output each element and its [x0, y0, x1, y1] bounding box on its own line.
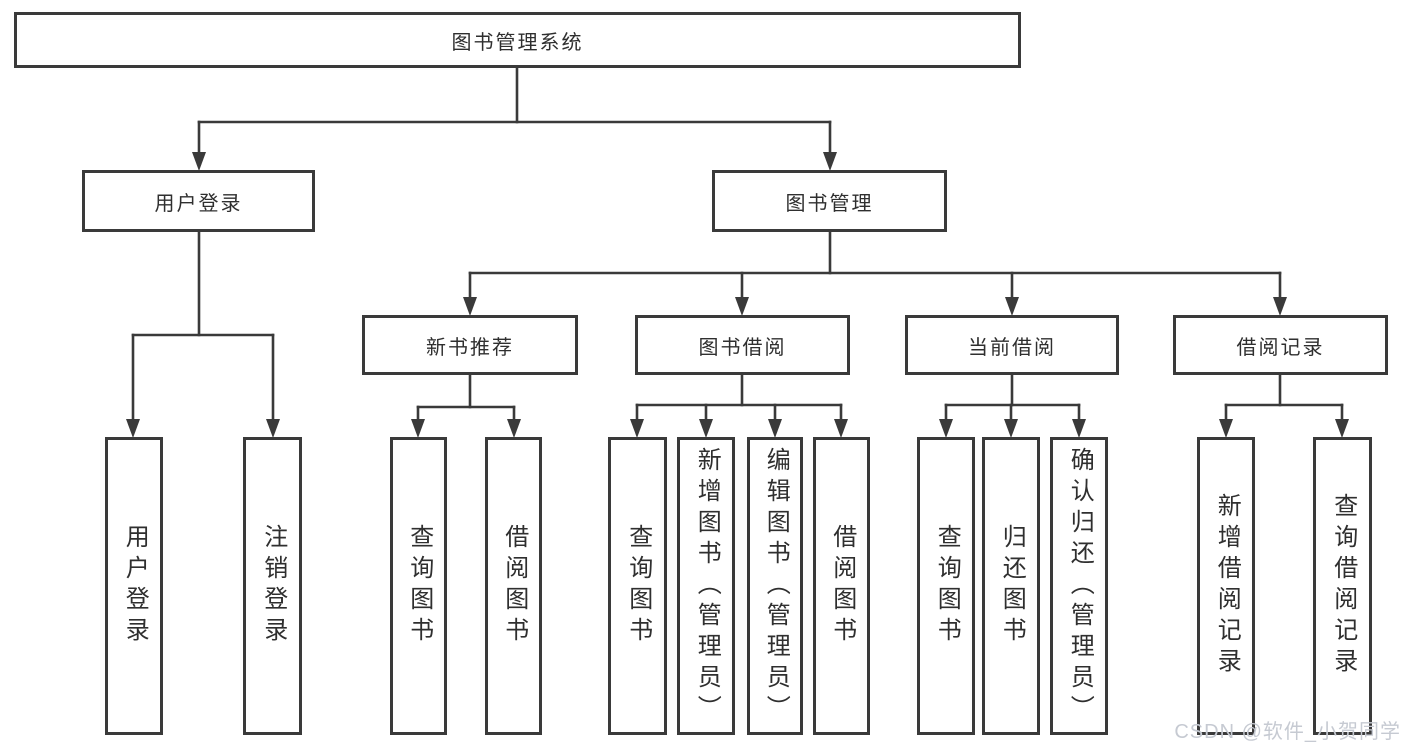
leaf-recommend-query-books-label: 查询图书: [405, 524, 433, 648]
leaf-current-query-books: 查询图书: [917, 437, 975, 735]
leaf-current-confirm-return-admin-label: 确认归还（管理员）: [1066, 446, 1094, 726]
node-borrow-records: 借阅记录: [1173, 315, 1388, 375]
node-borrow-records-label: 借阅记录: [1236, 336, 1325, 359]
leaf-borrow-add-books-admin: 新增图书（管理员）: [677, 437, 735, 735]
leaf-borrow-add-books-admin-label: 新增图书（管理员）: [693, 446, 721, 726]
leaf-records-add-record: 新增借阅记录: [1197, 437, 1255, 735]
node-user-login: 用户登录: [82, 170, 315, 232]
leaf-recommend-borrow-books-label: 借阅图书: [500, 524, 528, 648]
leaf-current-return-books-label: 归还图书: [998, 524, 1026, 648]
csdn-watermark: CSDN @软件_小贺同学: [1174, 721, 1401, 743]
node-new-book-recommend: 新书推荐: [362, 315, 578, 375]
node-book-borrow-label: 图书借阅: [698, 336, 787, 359]
node-root-label: 图书管理系统: [451, 31, 584, 54]
leaf-records-add-record-label: 新增借阅记录: [1213, 493, 1241, 679]
leaf-current-return-books: 归还图书: [982, 437, 1040, 735]
node-book-management-label: 图书管理: [785, 192, 874, 215]
leaf-borrow-borrow-books: 借阅图书: [813, 437, 870, 735]
node-book-management: 图书管理: [712, 170, 947, 232]
node-current-borrow-label: 当前借阅: [968, 336, 1056, 359]
node-root: 图书管理系统: [14, 12, 1021, 68]
leaf-current-query-books-label: 查询图书: [933, 524, 961, 648]
leaf-borrow-query-books: 查询图书: [608, 437, 667, 735]
leaf-records-query-record: 查询借阅记录: [1313, 437, 1372, 735]
leaf-user-login-label: 用户登录: [121, 524, 149, 648]
leaf-current-confirm-return-admin: 确认归还（管理员）: [1050, 437, 1108, 735]
leaf-borrow-borrow-books-label: 借阅图书: [828, 524, 856, 648]
node-current-borrow: 当前借阅: [905, 315, 1119, 375]
leaf-logout-label: 注销登录: [259, 524, 287, 648]
leaf-user-login: 用户登录: [105, 437, 163, 735]
leaf-recommend-borrow-books: 借阅图书: [485, 437, 542, 735]
leaf-records-query-record-label: 查询借阅记录: [1329, 493, 1357, 679]
leaf-borrow-edit-books-admin-label: 编辑图书（管理员）: [762, 446, 790, 726]
leaf-borrow-edit-books-admin: 编辑图书（管理员）: [747, 437, 803, 735]
node-book-borrow: 图书借阅: [635, 315, 850, 375]
leaf-logout: 注销登录: [243, 437, 302, 735]
node-user-login-label: 用户登录: [154, 192, 243, 215]
node-new-book-recommend-label: 新书推荐: [426, 336, 514, 359]
leaf-borrow-query-books-label: 查询图书: [624, 524, 652, 648]
leaf-recommend-query-books: 查询图书: [390, 437, 447, 735]
